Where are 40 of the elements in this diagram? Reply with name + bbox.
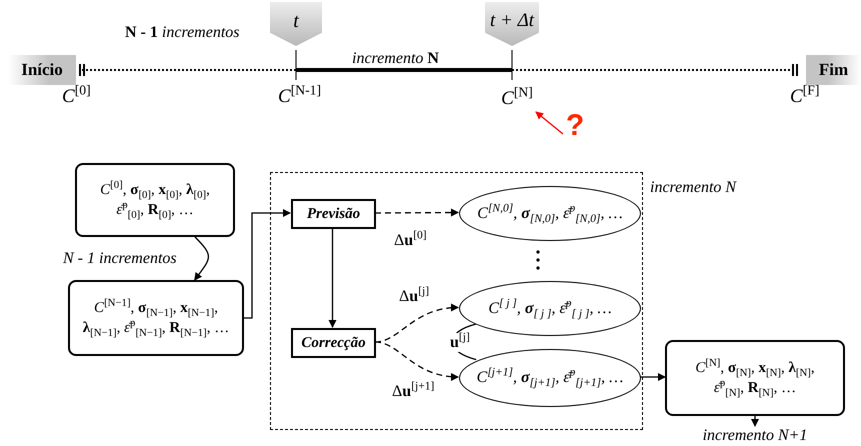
- state-box: [665, 340, 845, 416]
- end-block: [806, 55, 861, 85]
- state-text: C$^{[j+1]}$, σ$_{[j+1]}$, ε̄$^{p}$$_{[j+1]}$, …: [476, 367, 624, 389]
- arrow: [375, 208, 459, 217]
- state-text: Início: [21, 58, 63, 81]
- state-box: [68, 280, 244, 356]
- arrow: [244, 209, 291, 319]
- state-text: C$^{[N]}$, σ$_{[N]}$, x$_{[N]}$, λ$_{[N]}$, ε̄$^{p}$$_{[N]}$, R$_{[N]}$, …: [694, 358, 816, 398]
- segment-label: incremento N: [352, 49, 439, 68]
- state-label: C$^{[N]}$: [498, 86, 536, 112]
- start-block: [8, 55, 76, 85]
- state-text: C$^{[N,0]}$, σ$_{[N,0]}$, ε̄$^{p}$$_{[N,0]}$, …: [477, 202, 623, 224]
- frame-title: incremento N: [650, 178, 736, 198]
- arrow: [751, 416, 759, 427]
- process-label: Previsão: [306, 204, 360, 224]
- time-marker: [270, 2, 322, 46]
- time-label: t + Δt: [490, 9, 534, 33]
- arrow: [640, 373, 666, 381]
- process-label: Correcção: [301, 334, 366, 353]
- arrow: [328, 228, 336, 328]
- state-text: C$^{[ j ]}$, σ$_{[ j ]}$, ε̄$^{p}$$_{[ j ]}$, …: [488, 298, 612, 320]
- arrow: [535, 111, 564, 134]
- state-label: C$^{[N-1]}$: [278, 86, 322, 109]
- next-increment-label: incremento N+1: [690, 426, 820, 445]
- process-box: [291, 328, 376, 358]
- state-box: [75, 163, 235, 237]
- state-text: C$^{[0]}$, σ$_{[0]}$, x$_{[0]}$, λ$_{[0]}$, ε̄$^{p}$$_{[0]}$, R$_{[0]}$, …: [99, 180, 211, 220]
- edge-label: u$^{[j]}$: [449, 333, 471, 352]
- arrow: [374, 341, 459, 381]
- state-text: C$^{[N−1]}$, σ$_{[N−1]}$, x$_{[N−1]}$, λ$_{[N−1]}$, ε̄$^{p}$$_{[N−1]}$, R$_{[N−1]}$, …: [82, 298, 230, 338]
- process-box: [291, 199, 376, 229]
- question-mark: ?: [563, 110, 587, 142]
- arrow: [374, 304, 459, 343]
- state-label: C$^{[F]}$: [790, 86, 820, 109]
- time-label: t: [293, 9, 299, 34]
- state-label: C$^{[0]}$: [62, 86, 91, 109]
- state-text: Fim: [818, 58, 848, 81]
- time-marker: [485, 2, 539, 46]
- arrow: [194, 236, 209, 281]
- segment-label: N - 1 incrementos: [125, 23, 240, 42]
